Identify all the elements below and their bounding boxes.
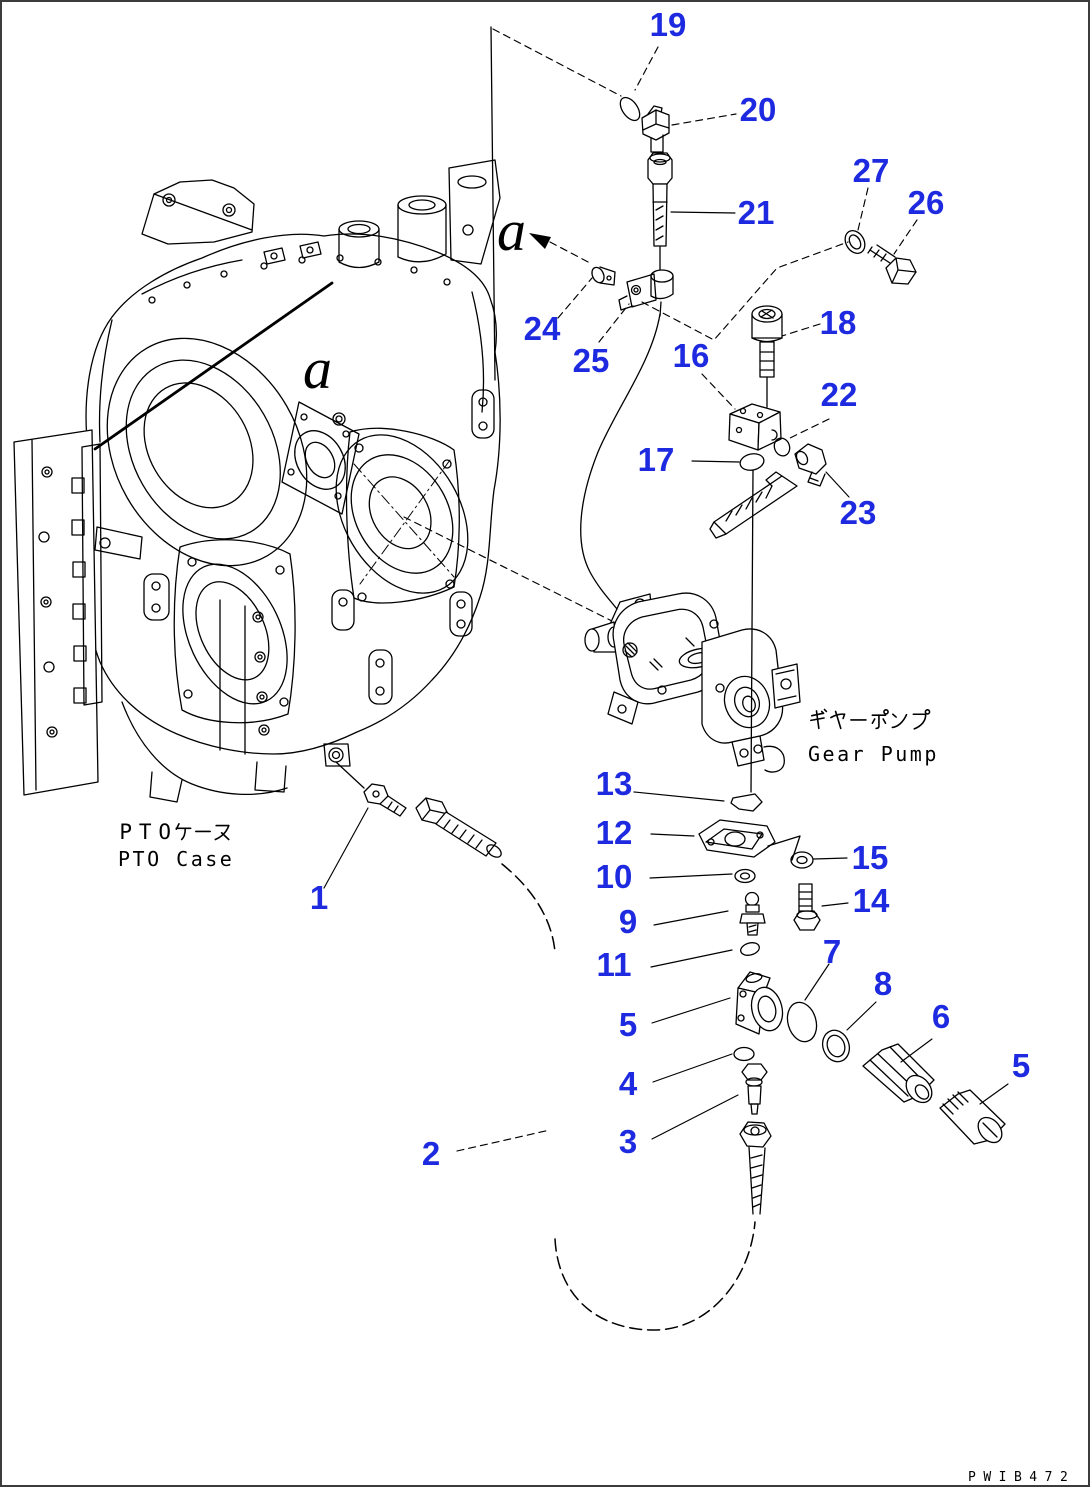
part-number-label: 12 (596, 814, 633, 851)
part-3-fitting (741, 1063, 768, 1115)
part-10-washer (734, 868, 756, 884)
part-5-fitting (939, 1089, 1006, 1145)
view-boundary-lines (403, 26, 622, 623)
part-20-elbow (641, 105, 670, 153)
part-number-label: 22 (821, 376, 858, 413)
part-9-breather (739, 891, 766, 936)
part-12-plate (698, 819, 776, 858)
watermark-code: PWIB472 (968, 1470, 1075, 1485)
part-15-washer (790, 851, 814, 869)
part-number-label: 5 (1012, 1047, 1030, 1084)
part-number-label: 27 (853, 152, 890, 189)
part-11-oring (740, 942, 760, 956)
part-number-label: 18 (820, 304, 857, 341)
part-number-label: 20 (740, 91, 777, 128)
svg-text:O: O (158, 820, 171, 844)
part-number-label: 17 (638, 441, 675, 478)
part-number-label: 26 (908, 184, 945, 221)
part-number-label: 15 (852, 839, 889, 876)
leader-lines (323, 46, 1009, 1152)
part-27-washer (844, 230, 866, 254)
part-25-clamp (618, 269, 674, 311)
assembly-zigzag (767, 835, 801, 861)
part-number-label: 23 (840, 494, 877, 531)
part-number-label: 14 (853, 882, 890, 919)
part-1-fitting (335, 761, 502, 858)
part-number-label: 9 (619, 903, 637, 940)
part-16-valve (728, 403, 782, 451)
svg-text:T: T (139, 820, 152, 844)
part-number-label: 6 (932, 998, 950, 1035)
part-6-spacer (862, 1043, 935, 1104)
part-26-bolt (867, 244, 917, 285)
part-hose-nipple (709, 471, 798, 539)
part-7-oring (786, 1001, 818, 1043)
part-14-bolt (793, 883, 821, 931)
part-number-label: 4 (619, 1065, 638, 1102)
part-13-clip (730, 793, 763, 812)
part-3-nut-rod (739, 1121, 772, 1215)
svg-text:P: P (119, 820, 132, 844)
case-view-marker-a: a (303, 336, 332, 401)
part-17-oring (739, 453, 765, 471)
part-24-plug (591, 266, 616, 286)
part-18-bolt (751, 305, 783, 408)
part-number-label: 7 (823, 933, 841, 970)
part-number-label: 2 (422, 1135, 440, 1172)
part-number-label: 21 (738, 194, 775, 231)
hose-2-curve (554, 1221, 756, 1331)
part-drawings (335, 96, 1006, 1331)
part-4-oring (733, 1046, 755, 1062)
gear-pump-label-en: Gear Pump (808, 742, 939, 766)
pto-case-label-en: PTO Case (118, 847, 234, 871)
pto-case-drawing (13, 159, 501, 803)
part-number-label: 11 (597, 946, 632, 983)
part-21-nipple (647, 152, 673, 247)
hose-1-curve (501, 863, 556, 953)
part-number-label: 25 (573, 342, 610, 379)
part-19-ring (619, 96, 641, 122)
part-5-elbow (735, 971, 784, 1035)
part-number-label: 24 (524, 310, 561, 347)
gear-pump-label-jp (810, 708, 931, 730)
part-22-oring (773, 437, 791, 457)
part-number-label: 16 (673, 337, 710, 374)
part-23-fitting (794, 443, 827, 487)
view-a-arrow-icon (529, 233, 593, 265)
part-8-ring (821, 1029, 851, 1063)
part-number-label: 3 (619, 1123, 637, 1160)
part-number-label: 10 (596, 858, 633, 895)
part-number-label: 13 (596, 765, 633, 802)
tube-to-pump (580, 313, 661, 610)
arrow-view-marker-a: a (497, 198, 526, 263)
gear-pump-drawing (584, 592, 801, 773)
part-number-label: 5 (619, 1006, 637, 1043)
part-number-label: 1 (310, 879, 328, 916)
part-number-label: 19 (650, 6, 687, 43)
part-number-label: 8 (874, 965, 892, 1002)
